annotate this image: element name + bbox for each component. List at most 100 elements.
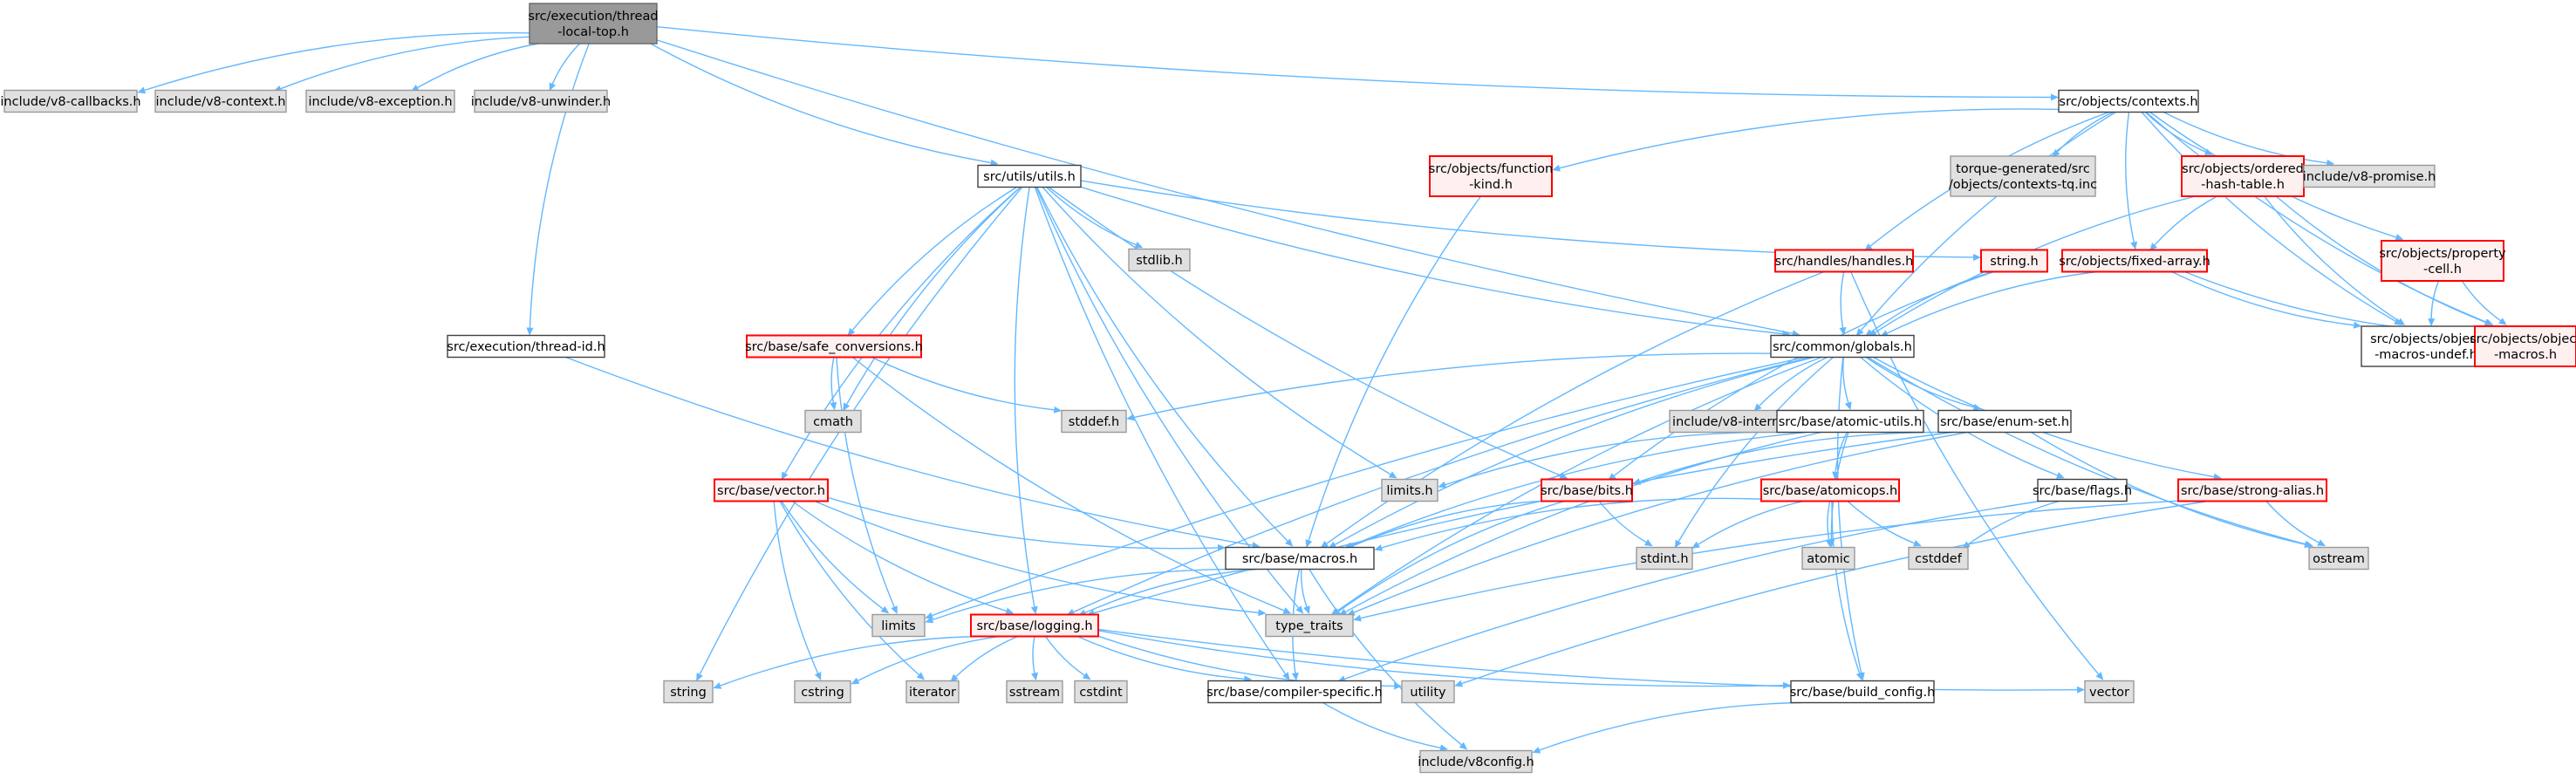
node-root[interactable]: src/execution/thread-local-top.h	[528, 3, 659, 44]
node-strong-alias[interactable]: src/base/strong-alias.h	[2177, 478, 2327, 502]
edge-vector-h-to-limits	[781, 501, 884, 610]
arrowhead	[1328, 541, 1337, 549]
arrowhead	[1291, 672, 1299, 681]
node-property-cell[interactable]: src/objects/property-cell.h	[2379, 240, 2506, 282]
node-box	[2381, 240, 2504, 282]
edge-logging-to-iterator	[955, 635, 1019, 678]
node-utils[interactable]: src/utils/utils.h	[977, 164, 1082, 188]
arrowhead	[2076, 686, 2086, 694]
node-flags[interactable]: src/base/flags.h	[2033, 478, 2132, 502]
node-label: /objects/contexts-tq.inc	[1949, 178, 2097, 192]
node-atomic-utils[interactable]: src/base/atomic-utils.h	[1776, 409, 1924, 434]
node-label: include/v8config.h	[1418, 755, 1534, 769]
node-handles[interactable]: src/handles/handles.h	[1774, 249, 1914, 273]
arrowhead	[1855, 672, 1863, 681]
node-contexts[interactable]: src/objects/contexts.h	[2058, 89, 2199, 113]
arrowhead	[2095, 672, 2104, 680]
node-label: cstdint	[1079, 686, 1123, 700]
node-limits-h: limits.h	[1381, 478, 1438, 502]
node-string-h[interactable]: string.h	[1980, 249, 2048, 273]
arrowhead	[2396, 318, 2406, 325]
node-bits[interactable]: src/base/bits.h	[1541, 478, 1633, 502]
node-label: src/base/flags.h	[2033, 484, 2132, 498]
node-ordered-hash[interactable]: src/objects/ordered -hash-table.h	[2181, 155, 2305, 197]
arrowhead	[1066, 608, 1076, 616]
arrowhead	[137, 86, 147, 94]
edge-atomicops-to-macros	[1381, 497, 1762, 549]
node-box	[1074, 680, 1128, 704]
arrowhead	[2484, 318, 2493, 326]
arrowhead	[880, 605, 890, 614]
node-label: src/execution/thread	[528, 10, 658, 24]
node-utility: utility	[1401, 680, 1455, 704]
node-label: include/v8-internal.h	[1672, 415, 1803, 429]
node-globals[interactable]: src/common/globals.h	[1770, 334, 1915, 359]
edge-vector-h-to-logging	[791, 500, 1007, 612]
node-box	[1801, 546, 1855, 571]
node-safe-conv[interactable]: src/base/safe_conversions.h	[745, 334, 923, 359]
node-label: src/execution/thread-id.h	[447, 340, 605, 354]
node-obj-macros-undef[interactable]: src/objects/object-macros-undef.h	[2361, 325, 2491, 367]
node-enum-set[interactable]: src/base/enum-set.h	[1937, 409, 2072, 434]
nodes-layer: src/execution/thread-local-top.h include/…	[0, 3, 2576, 774]
edge-property-cell-to-obj-macros	[2461, 280, 2501, 322]
node-function-kind[interactable]: src/objects/function-kind.h	[1429, 155, 1553, 197]
node-box	[1770, 334, 1915, 359]
node-box	[1774, 249, 1914, 273]
node-label: string	[670, 686, 707, 700]
node-label: src/base/safe_conversions.h	[745, 340, 923, 354]
node-box	[714, 478, 829, 502]
node-label: src/base/bits.h	[1541, 484, 1633, 498]
node-macros[interactable]: src/base/macros.h	[1225, 546, 1375, 571]
edge-build-config-to-v8config	[1539, 701, 1802, 751]
node-label: include/v8-exception.h	[308, 95, 452, 109]
arrowhead	[526, 327, 534, 336]
node-label: stdint.h	[1640, 552, 1688, 566]
node-box	[1908, 546, 1969, 571]
edge-atomicops-to-build-config	[1831, 501, 1861, 673]
arrowhead	[2052, 148, 2060, 158]
arrowhead	[2213, 473, 2222, 481]
edge-logging-to-cstdint	[1044, 636, 1085, 676]
edge-vector-h-to-macros	[827, 496, 1219, 550]
node-thread-id[interactable]: src/execution/thread-id.h	[447, 334, 605, 359]
node-obj-macros[interactable]: src/objects/object-macros.h	[2470, 325, 2576, 367]
node-box	[970, 613, 1099, 638]
edge-utils-to-stdlib	[1045, 186, 1137, 246]
edge-enum-set-to-ostream	[2031, 431, 2306, 545]
node-box	[1061, 409, 1127, 434]
arrowhead	[1438, 481, 1447, 489]
edge-globals-to-v8-internal	[1759, 356, 1828, 407]
node-label: src/base/macros.h	[1242, 552, 1357, 566]
edge-globals-to-build-config	[1836, 357, 1862, 673]
arrowhead	[891, 605, 898, 615]
node-label: src/objects/object	[2470, 332, 2576, 346]
edge-utils-to-logging	[1014, 187, 1035, 607]
node-label: -hash-table.h	[2201, 178, 2285, 192]
node-vector-h[interactable]: src/base/vector.h	[714, 478, 829, 502]
edge-strong-alias-to-type-traits	[1360, 500, 2179, 619]
arrowhead	[1305, 539, 1313, 549]
arrowhead	[851, 677, 860, 685]
edge-property-cell-to-obj-macros-undef	[2430, 280, 2440, 319]
arrowhead	[1864, 329, 1874, 337]
edge-atomic-utils-to-macros	[1350, 431, 1807, 546]
arrowhead	[1691, 541, 1700, 549]
edge-handles-to-macros	[1326, 270, 1825, 544]
arrowhead	[1454, 680, 1464, 687]
edge-atomicops-to-stdint	[1698, 500, 1804, 545]
arrowhead	[1030, 605, 1038, 615]
node-build-config[interactable]: src/base/build_config.h	[1790, 680, 1936, 704]
node-atomicops[interactable]: src/base/atomicops.h	[1760, 478, 1900, 502]
node-label: sstream	[1009, 686, 1060, 700]
arrowhead	[2395, 234, 2404, 241]
node-fixed-array[interactable]: src/objects/fixed-array.h	[2059, 249, 2210, 273]
node-sstream: sstream	[1006, 680, 1063, 704]
node-compiler-specific[interactable]: src/base/compiler-specific.h	[1206, 680, 1383, 704]
node-box	[2177, 478, 2327, 502]
edge-root-to-thread-id	[529, 43, 590, 328]
node-logging[interactable]: src/base/logging.h	[970, 613, 1099, 638]
node-label: src/objects/ordered	[2182, 162, 2304, 176]
arrowhead	[1973, 253, 1982, 261]
